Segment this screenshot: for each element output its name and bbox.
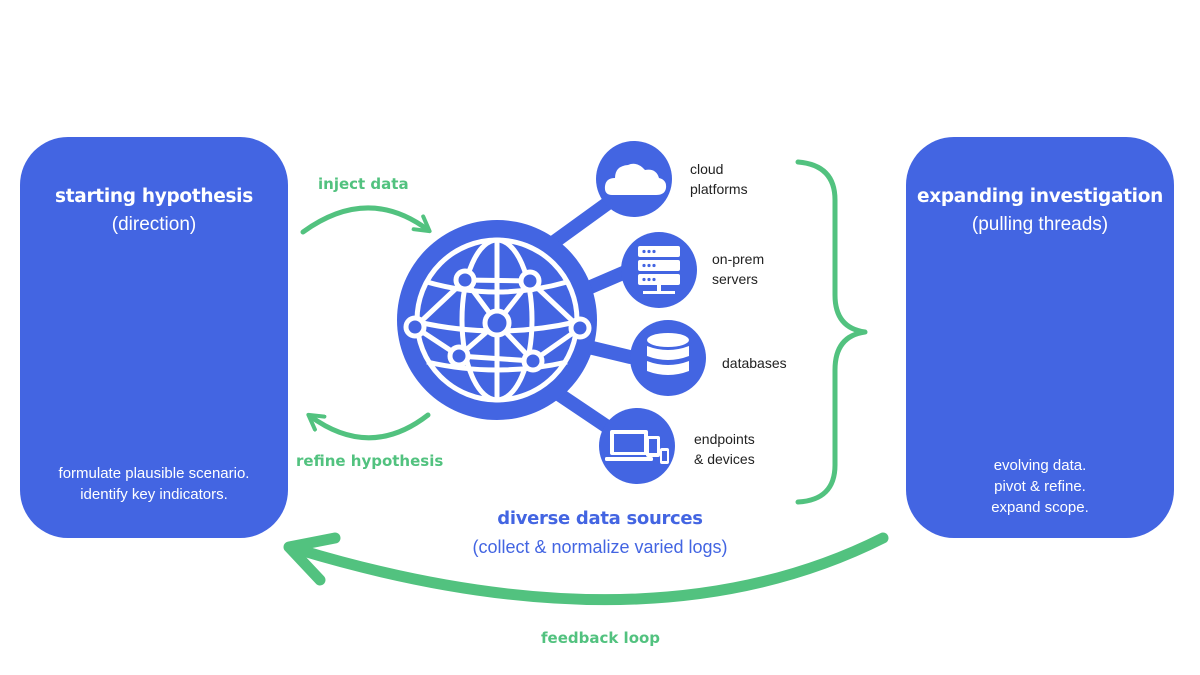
description-line: pivot & refine.	[994, 478, 1086, 495]
starting-hypothesis-description: formulate plausible scenario. identify k…	[20, 463, 288, 505]
starting-hypothesis-subtitle: (direction)	[111, 214, 197, 235]
expanding-investigation-title: expanding investigation	[916, 186, 1164, 207]
cloud-icon	[596, 141, 672, 217]
feedback-loop-arrowhead	[283, 532, 341, 586]
description-line: formulate plausible scenario.	[58, 465, 250, 482]
database-icon	[630, 320, 706, 396]
source-label-databases: databases	[722, 355, 787, 371]
refine-hypothesis-arrow	[306, 412, 431, 441]
expanding-investigation-subtitle: (pulling threads)	[971, 214, 1109, 235]
starting-hypothesis-title: starting hypothesis	[55, 186, 253, 207]
feedback-loop-label: feedback loop	[541, 629, 661, 647]
description-line: evolving data.	[993, 457, 1087, 474]
devices-icon	[599, 408, 675, 484]
expanding-investigation-description: evolving data. pivot & refine. expand sc…	[906, 455, 1174, 518]
inject-data-arrow	[300, 205, 432, 235]
source-label-servers: on-prem servers	[712, 251, 765, 287]
inject-data-label: inject data	[318, 175, 409, 193]
description-line: identify key indicators.	[80, 486, 228, 503]
source-label-cloud: cloud platforms	[690, 161, 748, 197]
diverse-data-sources-subtitle: (collect & normalize varied logs)	[472, 537, 728, 557]
server-icon	[621, 232, 697, 308]
diverse-data-sources-title: diverse data sources	[497, 508, 703, 529]
sources-brace	[795, 159, 868, 505]
source-label-endpoints: endpoints & devices	[694, 431, 755, 467]
globe-network-icon	[397, 220, 597, 420]
expanding-investigation-card: expanding investigation (pulling threads…	[906, 137, 1174, 538]
refine-hypothesis-label: refine hypothesis	[296, 452, 444, 470]
feedback-loop-arrow	[294, 532, 889, 606]
description-line: expand scope.	[991, 499, 1089, 516]
starting-hypothesis-card: starting hypothesis (direction) formulat…	[20, 137, 288, 538]
